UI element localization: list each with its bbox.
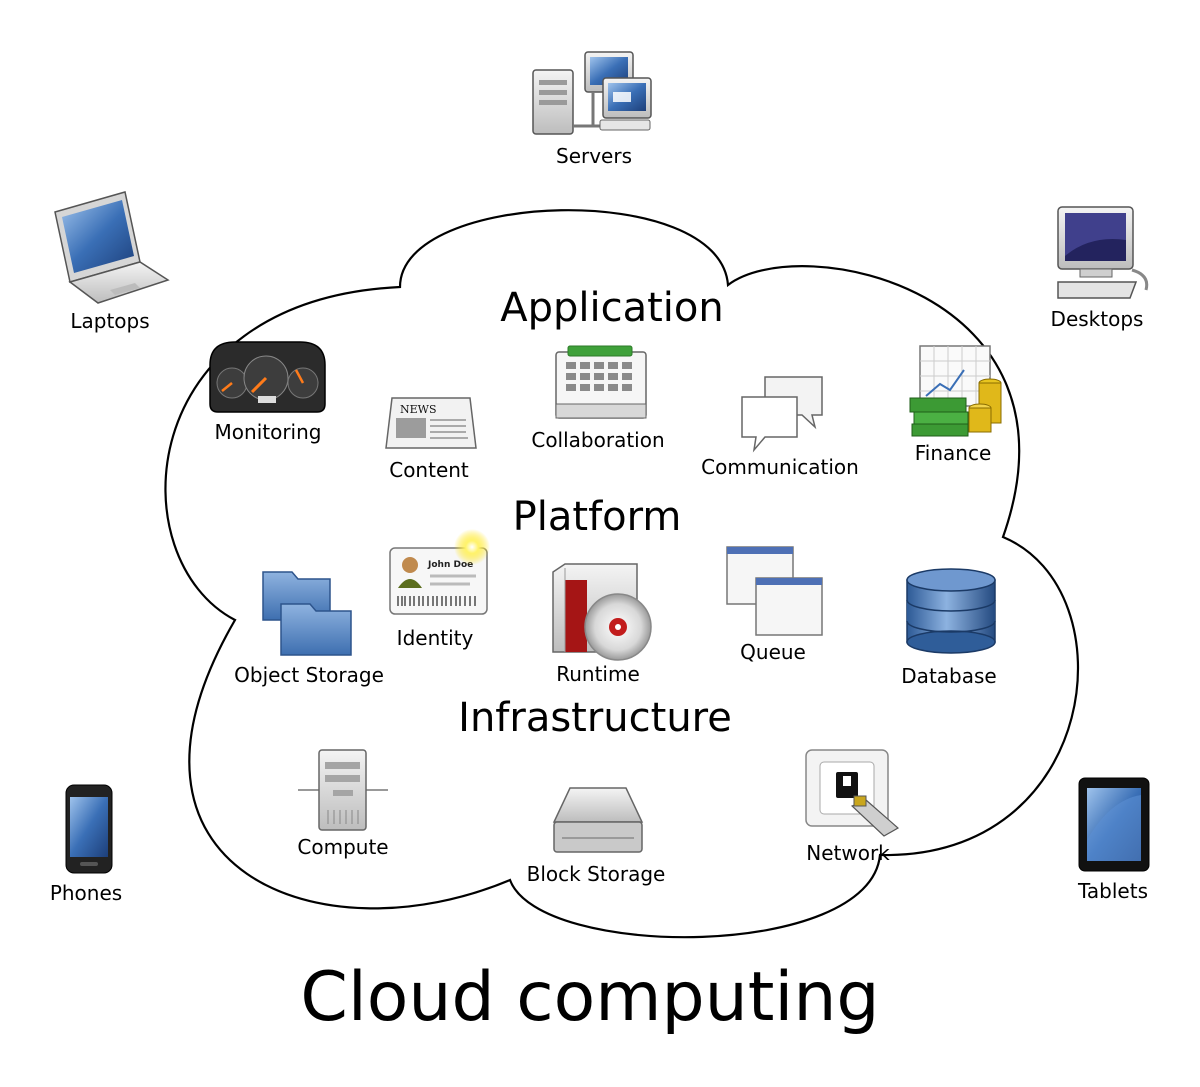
database-label: Database <box>901 664 997 688</box>
speech-bubbles-icon <box>741 376 823 453</box>
runtime-disc-icon <box>552 563 652 661</box>
monitoring-label: Monitoring <box>214 420 322 444</box>
desktops-label: Desktops <box>1050 307 1144 331</box>
tablets-label: Tablets <box>1078 879 1148 903</box>
diagram-title: Cloud computing <box>300 958 880 1037</box>
network-jack-icon <box>805 749 900 837</box>
phone-icon <box>65 784 113 874</box>
database-icon <box>906 568 996 654</box>
id-card-icon: John Doe <box>389 529 490 615</box>
servers-icon <box>532 51 652 135</box>
windows-icon <box>726 546 823 636</box>
laptops-label: Laptops <box>70 309 150 333</box>
identity-label: Identity <box>396 626 474 650</box>
phones-label: Phones <box>49 881 123 905</box>
network-label: Network <box>806 841 890 865</box>
folders-icon <box>262 571 352 656</box>
laptop-icon <box>54 191 170 304</box>
newspaper-icon: NEWS <box>385 397 477 449</box>
dashboard-icon <box>209 341 326 413</box>
block-storage-label: Block Storage <box>526 862 666 886</box>
finance-label: Finance <box>914 441 992 465</box>
id-card-name: John Doe <box>427 560 473 570</box>
finance-chart-icon <box>909 345 1002 437</box>
calendar-icon <box>555 345 647 419</box>
infrastructure-layer-heading: Infrastructure <box>458 695 732 741</box>
tablet-icon <box>1078 777 1150 872</box>
newspaper-masthead: NEWS <box>400 403 437 416</box>
runtime-label: Runtime <box>556 662 640 686</box>
server-tower-icon <box>298 749 388 831</box>
compute-label: Compute <box>297 835 389 859</box>
application-layer-heading: Application <box>500 285 724 331</box>
servers-label: Servers <box>555 144 633 168</box>
object-storage-label: Object Storage <box>234 663 384 687</box>
content-label: Content <box>389 458 469 482</box>
communication-label: Communication <box>701 455 859 479</box>
platform-layer-heading: Platform <box>512 494 682 540</box>
collaboration-label: Collaboration <box>531 428 665 452</box>
desktop-icon <box>1057 206 1149 299</box>
queue-label: Queue <box>740 640 806 664</box>
hard-drive-icon <box>552 787 644 853</box>
